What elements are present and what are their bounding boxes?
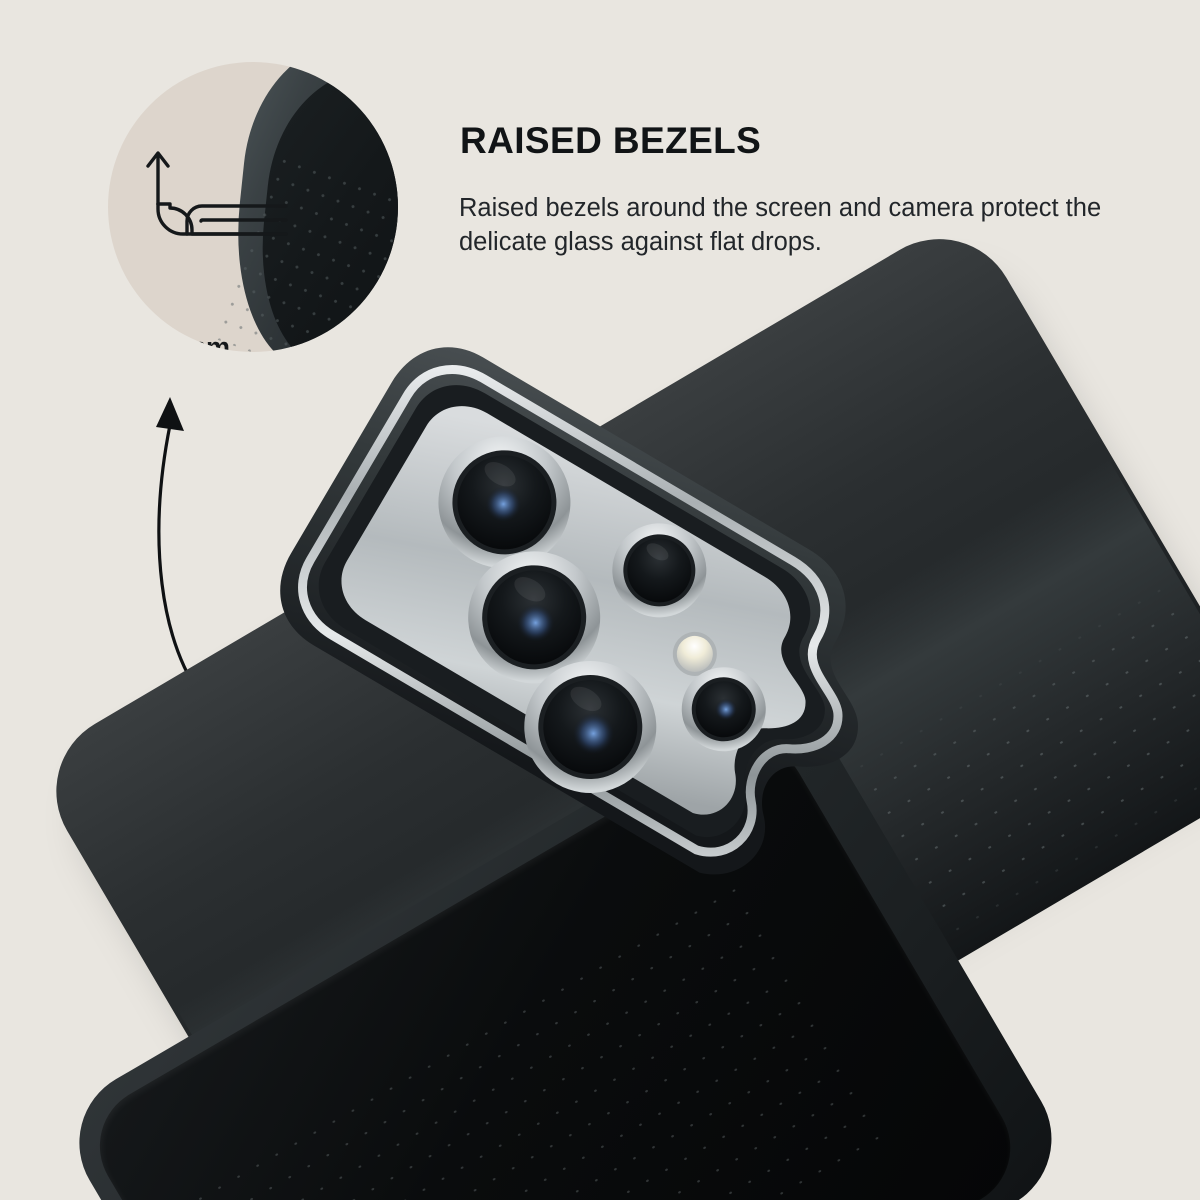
camera-module [208, 281, 1024, 998]
feature-description: Raised bezels around the screen and came… [459, 194, 1102, 256]
bezel-height-label: 1.5mm [146, 332, 230, 352]
main-lens [438, 436, 571, 569]
feature-badge-circle: 1.5mm [108, 62, 398, 352]
led-flash [672, 631, 717, 676]
ultrawide-lens [612, 523, 707, 618]
bezel-height-icon [146, 151, 288, 236]
telephoto-lens [468, 551, 601, 684]
camera-bezel-chrome-trim [298, 365, 843, 857]
feature-title: RAISED BEZELS [460, 120, 762, 161]
periscope-lens [681, 667, 766, 752]
main-lens [524, 660, 657, 793]
